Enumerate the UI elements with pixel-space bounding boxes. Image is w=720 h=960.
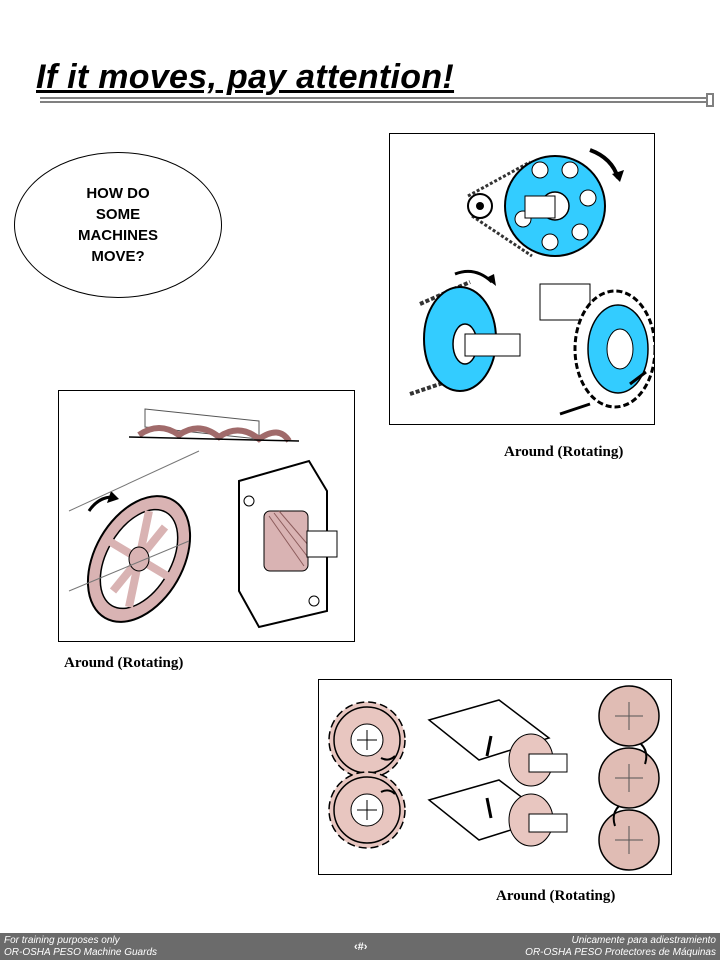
pulley-sprocket-gear-drawing [409,148,654,416]
question-callout-text: HOW DO SOME MACHINES MOVE? [68,183,168,267]
footer-left-line-2: OR-OSHA PESO Machine Guards [4,947,158,958]
callout-line-3: MACHINES [77,227,158,244]
rotating-flywheel-auger-illustration [58,390,355,642]
title-underline-rule [40,97,712,103]
figure-3-caption: Around (Rotating) [496,888,616,904]
title-rule-endcap [706,93,714,107]
callout-line-1: HOW DO [86,185,150,202]
figure-1-caption: Around (Rotating) [504,444,624,460]
rotating-pulley-gear-illustration [389,133,655,425]
footer-left-line-1: For training purposes only [4,935,120,946]
slide-title: If it moves, pay attention! [36,58,455,96]
page-number: ‹#› [354,941,368,953]
callout-line-4: MOVE? [91,248,145,265]
footer-right-line-2: OR-OSHA PESO Protectores de Máquinas [525,947,716,958]
gears-rollers-drawing [328,685,660,871]
footer-right: Unicamente para adiestramiento OR-OSHA P… [525,935,716,959]
slide-footer: For training purposes only OR-OSHA PESO … [0,933,720,960]
rotating-gears-rollers-illustration [318,679,672,875]
footer-left: For training purposes only OR-OSHA PESO … [4,935,157,959]
flywheel-auger-drawing [68,408,338,629]
footer-right-line-1: Unicamente para adiestramiento [571,935,716,946]
question-callout-oval: HOW DO SOME MACHINES MOVE? [14,152,222,298]
figure-2-caption: Around (Rotating) [64,655,184,671]
callout-line-2: SOME [95,206,141,223]
